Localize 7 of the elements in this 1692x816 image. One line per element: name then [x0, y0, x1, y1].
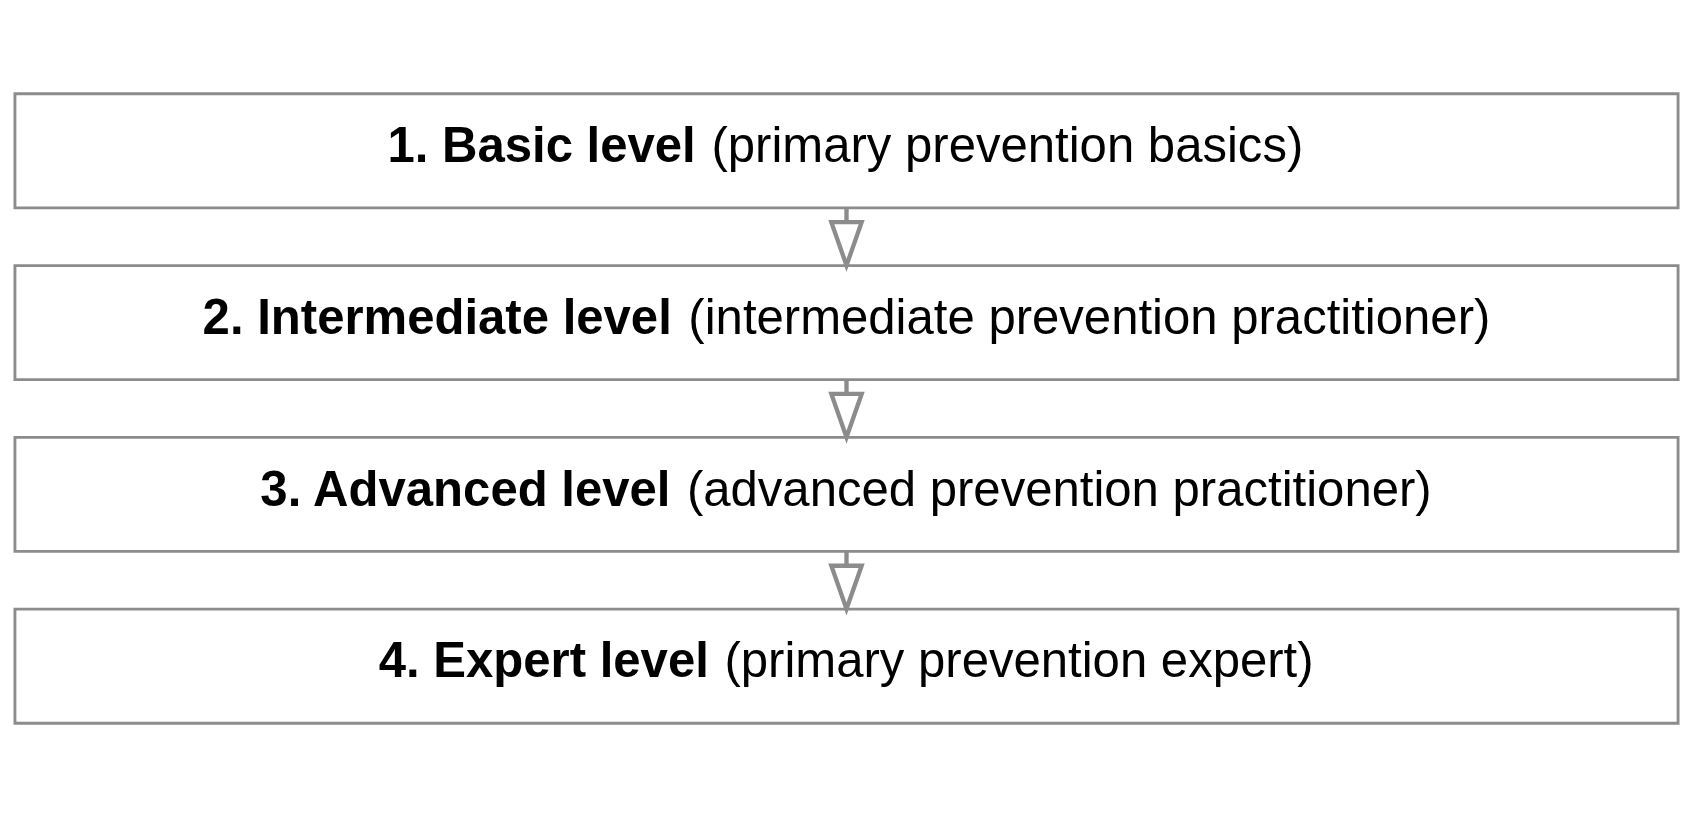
node-box: 1. Basic level (primary prevention basics) [13, 91, 1679, 209]
arrow [827, 551, 865, 616]
node-box: 4. Expert level (primary prevention expert) [13, 607, 1679, 725]
node-box: 2. Intermediate level (intermediate prevention practitioner) [13, 263, 1679, 381]
arrow [827, 207, 865, 272]
arrow [827, 379, 865, 444]
node-box: 3. Advanced level (advanced prevention practitioner) [13, 435, 1679, 553]
